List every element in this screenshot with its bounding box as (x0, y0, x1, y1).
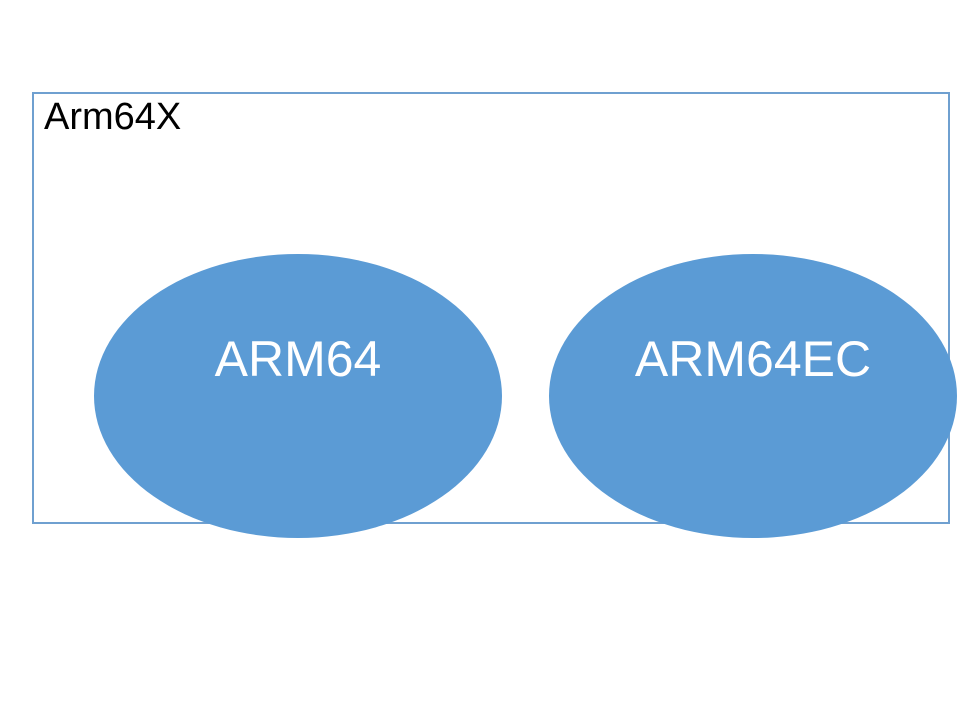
arm64-ellipse: ARM64 (94, 254, 502, 538)
arm64ec-ellipse-label: ARM64EC (634, 331, 872, 387)
arm64-ellipse-label: ARM64 (214, 331, 382, 387)
arm64x-container-box: Arm64X ARM64 ARM64EC (32, 92, 957, 538)
arm64ec-ellipse: ARM64EC (549, 254, 957, 538)
arm64x-container-label: Arm64X (44, 96, 182, 138)
